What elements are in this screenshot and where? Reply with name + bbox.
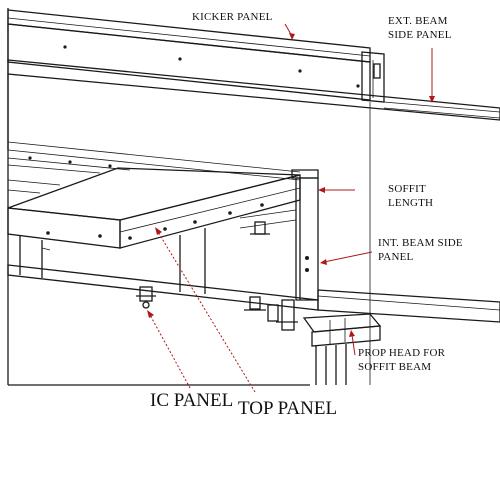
ext-beam-side-panel <box>7 51 500 385</box>
label-ext-beam-line2: SIDE PANEL <box>388 29 452 41</box>
label-kicker-panel: KICKER PANEL <box>192 11 273 23</box>
label-ic-panel: IC PANEL <box>150 390 233 411</box>
leader-kicker <box>284 23 295 40</box>
label-top-panel: TOP PANEL <box>238 398 337 419</box>
leader-ic-panel <box>147 310 191 389</box>
label-int-beam-line1: INT. BEAM SIDE <box>378 237 463 249</box>
kicker-panel <box>7 9 371 101</box>
label-ext-beam-line1: EXT. BEAM <box>388 15 448 27</box>
leader-ext-beam <box>429 48 435 103</box>
label-prop-head-line1: PROP HEAD FOR <box>358 347 446 359</box>
leader-soffit <box>318 187 355 193</box>
label-soffit-line1: SOFFIT <box>388 183 426 195</box>
leader-int-beam <box>320 251 373 265</box>
lower-beam <box>7 264 500 323</box>
label-int-beam-line2: PANEL <box>378 251 414 263</box>
prop-head <box>302 313 382 385</box>
label-soffit-line2: LENGTH <box>388 197 433 209</box>
soffit-panel <box>7 141 301 294</box>
label-prop-head-line2: SOFFIT BEAM <box>358 361 431 373</box>
leader-top-panel <box>155 227 256 393</box>
clamps <box>136 286 298 331</box>
int-beam-side-panel <box>239 169 319 301</box>
leader-prop-head <box>349 330 356 356</box>
